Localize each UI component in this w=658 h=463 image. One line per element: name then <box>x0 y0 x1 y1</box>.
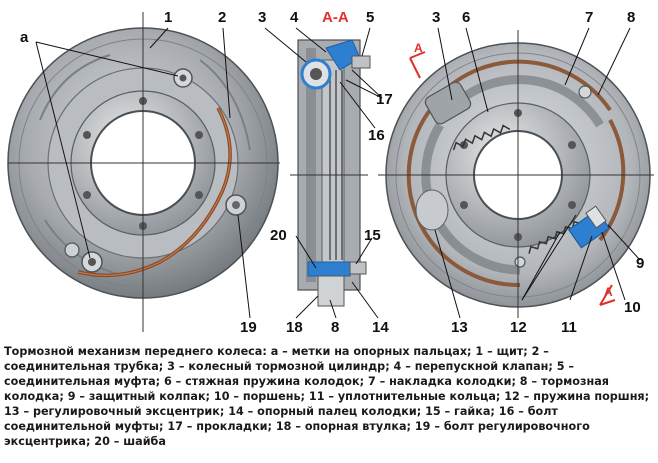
section-marker-bottom: А <box>604 285 613 299</box>
label-a: а <box>20 29 29 46</box>
label-8-bottom: 8 <box>331 319 339 336</box>
label-10: 10 <box>624 299 641 316</box>
label-4: 4 <box>290 9 299 26</box>
label-3-left: 3 <box>258 9 266 26</box>
label-2: 2 <box>218 9 226 26</box>
section-marker-top: А <box>414 41 423 55</box>
label-8-top: 8 <box>627 9 635 26</box>
brake-mechanism-diagram: а 1 2 3 4 А-А 5 3 6 7 8 17 16 20 15 19 1… <box>7 9 654 336</box>
label-11: 11 <box>561 319 577 336</box>
label-17: 17 <box>376 91 393 108</box>
middle-section-view <box>290 39 371 307</box>
label-1: 1 <box>164 9 172 26</box>
callout-labels: а 1 2 3 4 А-А 5 3 6 7 8 17 16 20 15 19 1… <box>20 9 644 336</box>
label-14: 14 <box>372 319 389 336</box>
label-7: 7 <box>585 9 593 26</box>
figure-caption: Тормозной механизм переднего колеса: а –… <box>4 345 650 448</box>
section-title: А-А <box>322 9 349 26</box>
left-view-shield <box>7 12 280 332</box>
right-view-shoes <box>378 30 654 318</box>
label-19: 19 <box>240 319 257 336</box>
label-3-right: 3 <box>432 9 440 26</box>
label-20: 20 <box>270 227 287 244</box>
label-9: 9 <box>636 255 644 272</box>
label-5: 5 <box>366 9 374 26</box>
leader-lines <box>35 27 641 319</box>
label-13: 13 <box>451 319 468 336</box>
label-12: 12 <box>510 319 527 336</box>
label-6: 6 <box>462 9 470 26</box>
label-16: 16 <box>368 127 385 144</box>
label-15: 15 <box>364 227 381 244</box>
label-18: 18 <box>286 319 303 336</box>
